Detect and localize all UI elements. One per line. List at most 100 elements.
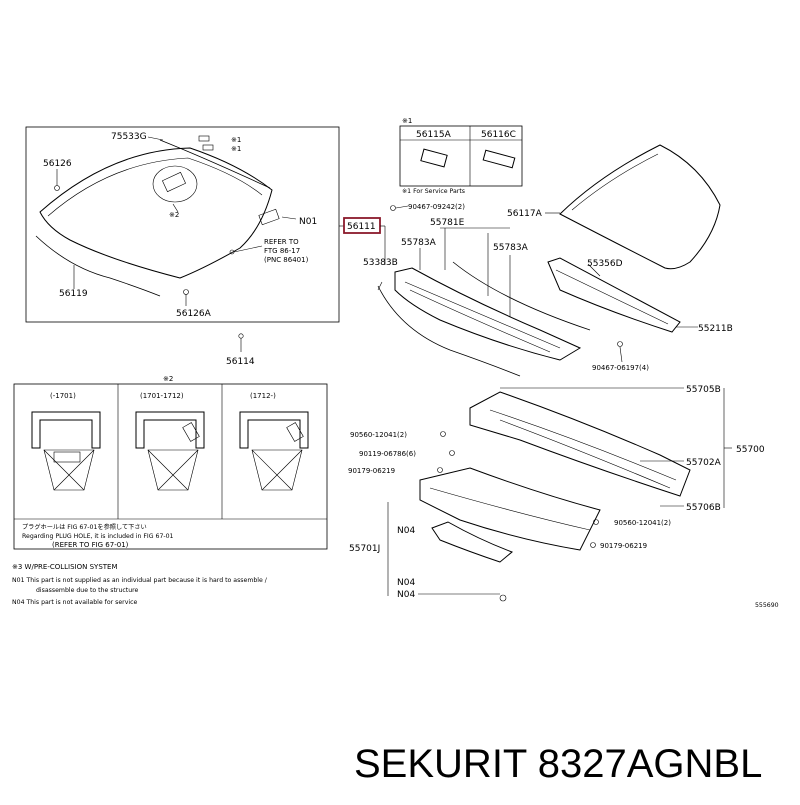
leader-75533G (147, 136, 164, 141)
cowl-lower-panel-shape (419, 467, 601, 551)
callout-n01: N01 (299, 217, 317, 227)
callout-56126A: 56126A (176, 309, 212, 319)
screw-90119 (449, 450, 455, 456)
cowl-top-panel-rib-1 (489, 409, 677, 481)
cowl-louver-shape (394, 267, 582, 361)
part-56116C-shape (482, 149, 516, 169)
part-56115A-shape (420, 148, 448, 168)
inset-bracket-3 (239, 411, 309, 491)
callout-n04-c: N04 (397, 590, 415, 600)
service-note: ※1 For Service Parts (402, 188, 465, 195)
callout-55781E: 55781E (430, 218, 465, 228)
screw-90179-l (437, 467, 443, 473)
cowl-louver-rib-1 (404, 281, 561, 349)
leader-55356D (587, 263, 601, 277)
inset-col3-label: (1712-) (250, 392, 276, 400)
clip-n04 (499, 594, 507, 602)
callout-90560-l: 90560-12041(2) (350, 431, 407, 439)
callout-56126: 56126 (43, 159, 72, 169)
windshield-group-frame (25, 126, 340, 323)
inset-title: ※2 (163, 375, 173, 383)
callout-ast1-a: ※1 (231, 136, 241, 144)
cowl-panel-rib (555, 269, 669, 325)
inset-bracket-2 (135, 411, 205, 491)
screw-90179-r (590, 542, 596, 548)
callout-56111-highlight (343, 217, 381, 234)
inset-plug-ref: (REFER TO FIG 67-01) (52, 541, 129, 549)
callout-55701J: 55701J (349, 544, 380, 554)
cowl-top-panel-shape (469, 391, 691, 497)
callout-56119: 56119 (59, 289, 88, 299)
callout-55211B: 55211B (698, 324, 733, 334)
top-molding-shape (159, 139, 271, 189)
clip-56126 (54, 185, 60, 191)
inset-bracket-1 (31, 411, 101, 491)
callout-90560-r: 90560-12041(2) (614, 519, 671, 527)
callout-56116C: 56116C (481, 130, 516, 140)
refer-line-1: REFER TO (264, 238, 299, 246)
cowl-lower-panel-rib (429, 487, 591, 531)
note-system: ※3 W/PRE-COLLISION SYSTEM (12, 563, 118, 571)
refer-line-3: (PNC 86401) (264, 256, 309, 264)
inset-col2-label: (1701-1712) (140, 392, 184, 400)
callout-90467-a: 90467-09242(2) (408, 203, 465, 211)
screw-90560-r (593, 519, 599, 525)
callout-55783A-right: 55783A (493, 243, 529, 253)
leader-refer (233, 245, 263, 253)
inset-plug-jp: プラグホールは FIG 67-01を参照して下さい (22, 523, 147, 531)
callout-90467-b: 90467-06197(4) (592, 364, 649, 372)
screw-90560-l (440, 431, 446, 437)
callout-90119: 90119-06786(6) (359, 450, 416, 458)
callout-ast1-b: ※1 (231, 145, 241, 153)
callout-53383B: 53383B (363, 258, 398, 268)
note-n04: N04 This part is not available for servi… (12, 599, 137, 606)
clip-56126A (183, 289, 189, 295)
callout-55702A: 55702A (686, 458, 722, 468)
callout-75533G: 75533G (111, 132, 147, 142)
note-n01-line1: N01 This part is not supplied as an indi… (12, 577, 268, 584)
callout-55705B: 55705B (686, 385, 721, 395)
callout-n04-b: N04 (397, 578, 415, 588)
inset-col1-label: (-1701) (50, 392, 76, 400)
windshield-glass-shape (39, 147, 273, 279)
callout-ast1-top: ※1 (402, 117, 412, 125)
sensor-bracket-part (258, 208, 280, 226)
callout-56111: 56111 (347, 222, 376, 232)
callout-56117A: 56117A (507, 209, 543, 219)
clip-part-2 (202, 144, 214, 151)
cowl-top-panel-rib-2 (499, 419, 671, 489)
service-parts-frame (399, 125, 523, 187)
glass-inner-edge (47, 157, 263, 217)
leader-90467-a (395, 205, 409, 209)
callout-n04-a: N04 (397, 526, 415, 536)
cowl-panel-shape (547, 257, 681, 333)
weatherstrip-end (377, 281, 383, 291)
diagram-code: 555690 (755, 602, 779, 609)
inset-frame (13, 383, 328, 550)
note-n01-line2: disassemble due to the structure (36, 587, 139, 594)
refer-line-2: FTG 86-17 (264, 247, 300, 255)
callout-ast2: ※2 (169, 211, 179, 219)
callout-55700: 55700 (736, 445, 765, 455)
bracket-55701J-shape (431, 521, 513, 563)
inset-plug-en: Regarding PLUG HOLE, it is included in F… (22, 533, 174, 540)
mirror-bracket-part (162, 171, 186, 193)
clip-56114 (238, 333, 244, 339)
callout-90179-r: 90179-06219 (600, 542, 647, 550)
leader-n01 (281, 216, 297, 220)
weatherstrip-53383B (377, 285, 521, 377)
product-title: SEKURIT 8327AGNBL (354, 742, 762, 786)
callout-56115A: 56115A (416, 130, 452, 140)
rear-glass-inner-edge (571, 153, 659, 211)
callout-56114: 56114 (226, 357, 255, 367)
callout-90179-l: 90179-06219 (348, 467, 395, 475)
rear-glass-shape (559, 144, 721, 270)
clip-part-1 (198, 135, 210, 142)
cowl-seal-strip (452, 261, 591, 331)
cowl-louver-rib-2 (409, 289, 551, 353)
screw-90467-b (617, 341, 623, 347)
screw-90467-a (390, 205, 396, 211)
callout-55356D: 55356D (587, 259, 623, 269)
